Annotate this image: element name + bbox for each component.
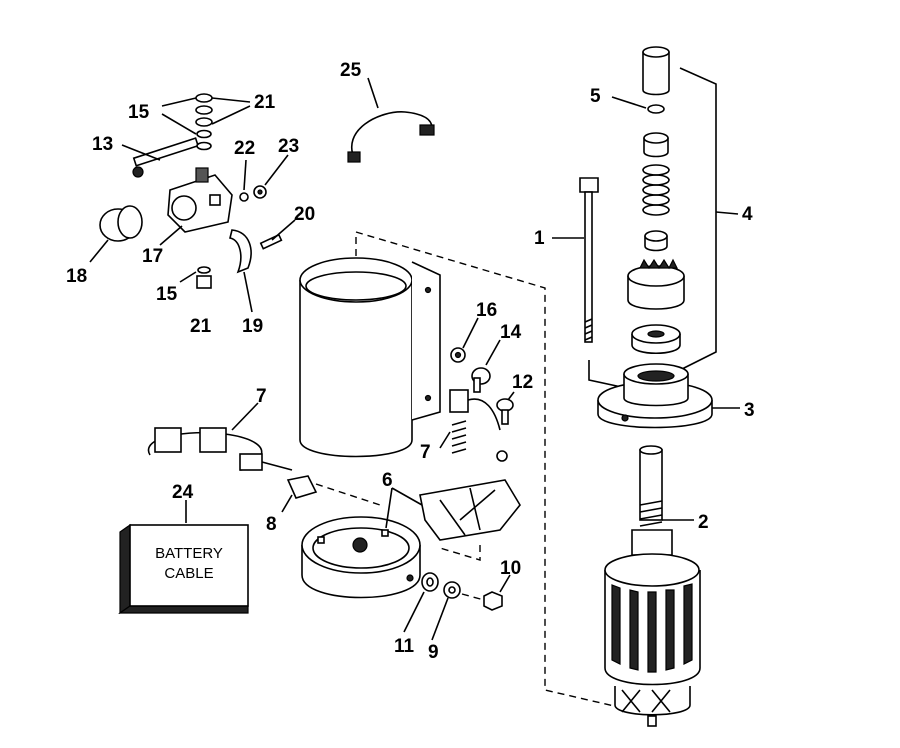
leader-lines	[89, 77, 740, 641]
part-2-armature	[604, 445, 701, 727]
part-12-screw	[496, 398, 514, 425]
part-15-washers-upper	[195, 93, 213, 151]
callout-24: 24	[172, 482, 194, 503]
part-3-drive-housing	[597, 363, 713, 429]
part-13-terminal-bolt	[132, 137, 200, 178]
battery-cable-line2: CABLE	[164, 565, 213, 582]
drive-bushing	[644, 230, 668, 252]
brush-terminal	[496, 450, 508, 462]
callout-1: 1	[534, 228, 545, 249]
nut-dashline	[461, 593, 485, 601]
part-23-nut	[253, 185, 267, 199]
frame-housing	[299, 257, 441, 458]
bolt-to-housing-line	[588, 360, 627, 389]
part-19-bracket	[229, 229, 252, 274]
callout-8: 8	[266, 514, 277, 535]
part-6-brush-holder-plate	[419, 479, 521, 541]
callout-5: 5	[590, 86, 601, 107]
callout-15-upper: 15	[128, 102, 150, 123]
callout-11: 11	[394, 636, 415, 657]
part-18-sleeve	[99, 205, 143, 242]
callout-25: 25	[340, 60, 362, 81]
callout-19: 19	[242, 316, 263, 337]
callout-17: 17	[142, 246, 163, 267]
part-24-battery-cable-box	[118, 523, 249, 615]
part-17-solenoid	[167, 167, 233, 233]
part-4-bracket-line	[679, 67, 717, 371]
callout-3: 3	[744, 400, 755, 421]
part-11-washer	[421, 572, 439, 592]
part-7-brush-spring-right	[449, 389, 501, 454]
drive-collar	[643, 132, 669, 158]
part-20-screw	[259, 233, 283, 250]
clip-dashline	[315, 483, 381, 506]
callout-12: 12	[512, 372, 533, 393]
callout-6: 6	[382, 470, 393, 491]
callout-2: 2	[698, 512, 709, 533]
part-21-nut-lower	[196, 275, 212, 289]
battery-cable-line1: BATTERY	[155, 545, 223, 562]
part-8-clip	[286, 475, 318, 499]
callout-23: 23	[278, 136, 299, 157]
part-9-washer	[443, 581, 461, 599]
callout-10: 10	[500, 558, 521, 579]
part-1-through-bolt	[579, 177, 599, 343]
callout-15-lower: 15	[156, 284, 178, 305]
part-15-washer-lower	[197, 266, 211, 274]
callout-18: 18	[66, 266, 87, 287]
callout-21-upper: 21	[254, 92, 276, 113]
callout-9: 9	[428, 642, 439, 663]
frame-assembly-dashline	[355, 231, 641, 713]
callout-14: 14	[500, 322, 522, 343]
callout-20: 20	[294, 204, 315, 225]
part-22-washer	[239, 192, 249, 202]
callout-7-right: 7	[420, 442, 431, 463]
drive-spring	[642, 164, 670, 216]
callout-4: 4	[742, 204, 753, 225]
callout-16: 16	[476, 300, 497, 321]
plate-dashline	[439, 545, 481, 561]
callout-7-left: 7	[256, 386, 267, 407]
part-25-ground-wire	[347, 111, 435, 163]
end-cap	[301, 516, 421, 599]
part-14-bolt	[471, 367, 491, 393]
part-16-washer	[450, 347, 466, 363]
callout-22: 22	[234, 138, 255, 159]
callout-13: 13	[92, 134, 113, 155]
drive-pinion-gear	[627, 258, 685, 310]
part-10-nut	[483, 591, 503, 611]
part-5-retaining-ring	[647, 104, 665, 114]
callout-21-lower: 21	[190, 316, 212, 337]
drive-cap	[642, 46, 670, 96]
drive-stop-nut	[631, 324, 681, 354]
part-7-brush-set-left	[147, 427, 293, 471]
